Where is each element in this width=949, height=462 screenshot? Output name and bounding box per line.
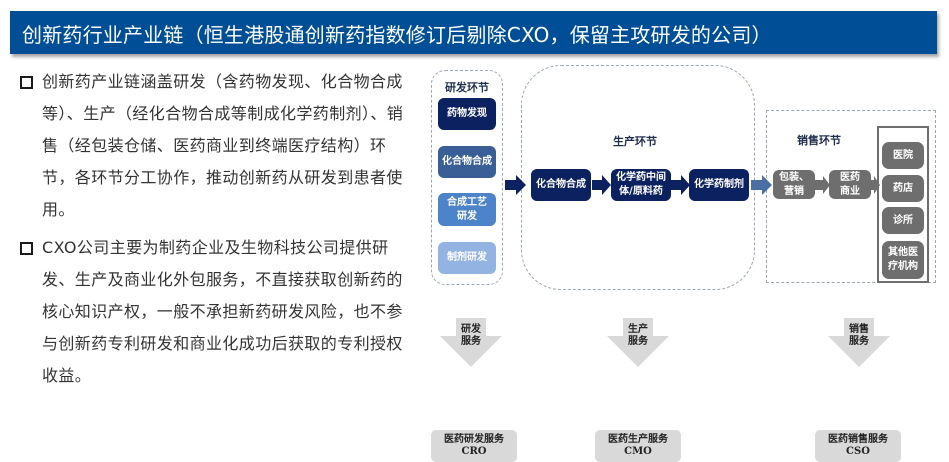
sales-step-pharma-commerce: 医药商业	[829, 170, 871, 199]
production-step-compound-synthesis: 化合物合成	[531, 169, 591, 201]
bullet-list: 创新药产业链涵盖研发（含药物发现、化合物合成等）、生产（经化合物合成等制成化学药…	[20, 66, 415, 394]
flow-arrow-icon	[871, 176, 880, 194]
sales-stage-label: 销售环节	[797, 134, 841, 147]
production-stage-label: 生产环节	[613, 135, 657, 148]
production-service-arrow-icon	[607, 318, 669, 367]
production-step-text: 化学药中间体/原料药	[616, 172, 666, 197]
bullet-text: CXO公司主要为制药企业及生物科技公司提供研发、生产及商业化外包服务，不直接获取…	[42, 238, 403, 385]
outlet-clinic: 诊所	[882, 207, 924, 234]
service-name: 医药生产服务	[608, 434, 668, 445]
production-step-intermediate-api: 化学药中间体/原料药	[611, 169, 671, 201]
service-name: 医药研发服务	[444, 434, 504, 445]
flow-arrow-icon	[815, 176, 830, 194]
outlet-other: 其他医疗机构	[882, 241, 924, 279]
page-title: 创新药行业产业链（恒生港股通创新药指数修订后剔除CXO，保留主攻研发的公司）	[22, 23, 772, 47]
square-bullet-icon	[20, 242, 33, 255]
rd-step-compound-synthesis: 化合物合成	[438, 146, 496, 178]
service-name: 医药销售服务	[828, 434, 888, 445]
rd-service-arrow-label: 研发服务	[461, 324, 481, 347]
flow-arrow-icon	[671, 175, 690, 195]
industry-chain-diagram: 研发环节 药物发现 化合物合成 合成工艺研发 制剂研发 生产环节 化合物合成 化…	[425, 60, 949, 462]
production-step-formulation: 化学药制剂	[689, 169, 749, 201]
title-bar: 创新药行业产业链（恒生港股通创新药指数修订后剔除CXO，保留主攻研发的公司）	[10, 11, 937, 54]
rd-stage-label: 研发环节	[445, 81, 489, 94]
production-stage-frame	[521, 65, 755, 290]
outlet-text: 其他医疗机构	[888, 247, 918, 272]
square-bullet-icon	[20, 76, 33, 89]
outlet-pharmacy: 药店	[882, 175, 924, 202]
bullet-item: 创新药产业链涵盖研发（含药物发现、化合物合成等）、生产（经化合物合成等制成化学药…	[20, 66, 415, 226]
outlet-hospital: 医院	[882, 142, 924, 169]
service-abbr: CMO	[624, 446, 652, 457]
production-service-arrow-label: 生产服务	[628, 324, 648, 347]
flow-arrow-icon	[505, 175, 526, 195]
rd-step-formulation: 制剂研发	[438, 242, 496, 274]
cso-box: 医药销售服务 CSO	[815, 430, 901, 462]
sales-step-packaging-marketing: 包装、营销	[773, 170, 815, 199]
bullet-text: 创新药产业链涵盖研发（含药物发现、化合物合成等）、生产（经化合物合成等制成化学药…	[42, 72, 404, 219]
cmo-box: 医药生产服务 CMO	[595, 430, 681, 462]
rd-service-arrow-icon	[440, 318, 502, 367]
sales-step-text: 医药商业	[840, 171, 860, 197]
flow-arrow-icon	[592, 175, 611, 195]
bullet-item: CXO公司主要为制药企业及生物科技公司提供研发、生产及商业化外包服务，不直接获取…	[20, 232, 415, 392]
cro-box: 医药研发服务 CRO	[431, 430, 517, 462]
service-abbr: CSO	[846, 446, 870, 457]
flow-arrow-icon	[751, 175, 772, 195]
rd-step-text: 合成工艺研发	[447, 196, 487, 222]
rd-stage-frame	[431, 70, 503, 285]
service-abbr: CRO	[461, 446, 487, 457]
sales-stage-frame	[766, 110, 936, 283]
sales-step-text: 包装、营销	[779, 171, 809, 197]
rd-step-drug-discovery: 药物发现	[438, 98, 496, 130]
sales-service-arrow-label: 销售服务	[849, 324, 869, 347]
sales-service-arrow-icon	[828, 318, 890, 367]
rd-step-process-development: 合成工艺研发	[438, 193, 496, 226]
